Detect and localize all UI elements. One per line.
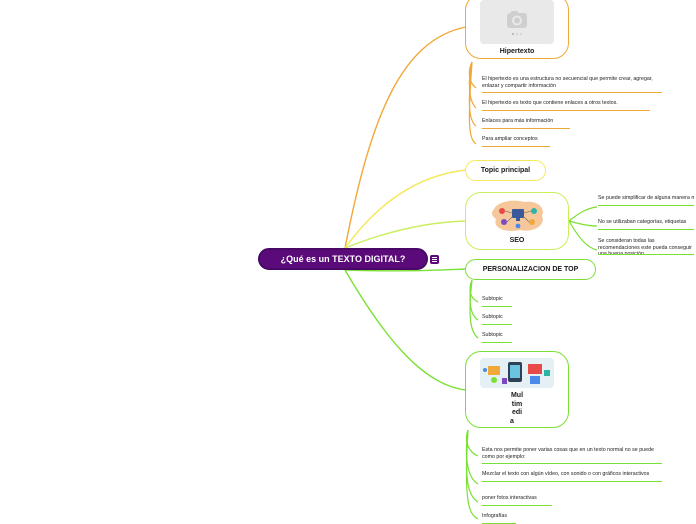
multimedia-label-line: Mul xyxy=(510,392,524,399)
personalizacion-subtopic-2[interactable]: Subtopic xyxy=(482,314,512,325)
link-seo xyxy=(344,220,467,249)
topic-principal[interactable]: Topic principal xyxy=(465,160,546,181)
topic-multimedia-label: Mul tim edi a xyxy=(466,392,568,426)
multimedia-illustration xyxy=(480,358,554,388)
multimedia-subtopic-2[interactable]: Mezclar el texto con algún vídeo, con so… xyxy=(482,471,662,482)
link-topic-principal xyxy=(344,169,467,249)
topic-hipertexto[interactable]: Hipertexto xyxy=(465,0,569,59)
central-topic[interactable]: ¿Qué es un TEXTO DIGITAL? xyxy=(258,248,428,270)
camera-icon xyxy=(480,0,554,44)
topic-seo-label: SEO xyxy=(509,237,525,244)
multimedia-subtopic-1[interactable]: Esta nos permite poner varias cosas que … xyxy=(482,447,662,464)
personalizacion-subtopic-1[interactable]: Subtopic xyxy=(482,296,512,307)
note-icon[interactable] xyxy=(430,255,439,264)
seo-subtopic-1[interactable]: Se puede simplificar de alguna manera mu… xyxy=(598,195,694,206)
multimedia-label-line: edi xyxy=(511,409,523,416)
topic-personalizacion[interactable]: PERSONALIZACION DE TOP xyxy=(465,259,596,280)
hipertexto-subtopic-3[interactable]: Enlaces para más información xyxy=(482,118,570,129)
hipertexto-subtopic-1[interactable]: El hipertexto es una estructura no secue… xyxy=(482,76,662,93)
topic-seo[interactable]: SEO xyxy=(465,192,569,250)
personalizacion-subtopic-3[interactable]: Subtopic xyxy=(482,332,512,343)
multimedia-label-line: tim xyxy=(511,400,523,408)
hipertexto-subtopic-4[interactable]: Para ampliar conceptos xyxy=(482,136,550,147)
multimedia-label-line: a xyxy=(510,417,514,425)
topic-multimedia[interactable]: Mul tim edi a xyxy=(465,351,569,428)
multimedia-subtopic-3[interactable]: poner fotos interactivas xyxy=(482,495,552,506)
link-hipertexto xyxy=(344,26,467,249)
link-personalizacion xyxy=(344,268,467,272)
seo-subtopic-3[interactable]: Se consideran todas las recomendaciones … xyxy=(598,238,694,255)
hipertexto-subtopic-2[interactable]: El hipertexto es texto que contiene enla… xyxy=(482,100,650,111)
seo-illustration xyxy=(490,199,546,233)
topic-hipertexto-label: Hipertexto xyxy=(499,48,535,55)
seo-subtopic-2[interactable]: No se utilizaban categorías, etiquetas xyxy=(598,219,694,230)
multimedia-subtopic-4[interactable]: Infografías xyxy=(482,513,516,524)
link-multimedia xyxy=(344,269,467,391)
